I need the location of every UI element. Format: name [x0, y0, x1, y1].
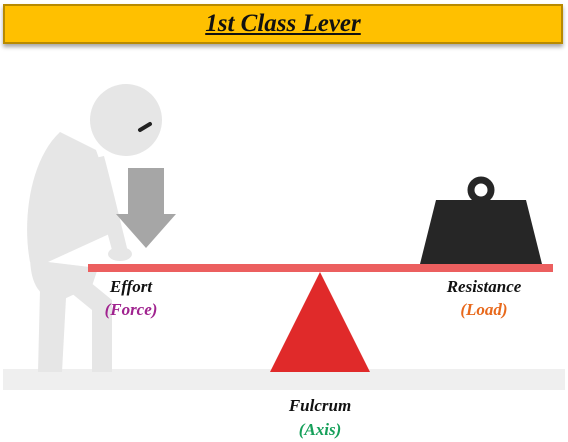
page-title: 1st Class Lever — [205, 10, 361, 37]
down-arrow-icon — [116, 168, 176, 248]
fulcrum-triangle — [270, 272, 370, 372]
lever-bar — [88, 264, 553, 272]
ground — [3, 369, 565, 390]
effort-label: Effort — [109, 277, 153, 296]
person-pushing-icon — [27, 84, 162, 372]
fulcrum-sublabel: (Axis) — [298, 420, 342, 439]
effort-sublabel: (Force) — [104, 300, 158, 319]
weight-icon — [420, 176, 542, 264]
title-banner: 1st Class Lever — [3, 4, 563, 44]
fulcrum-label: Fulcrum — [288, 396, 352, 415]
resistance-label: Resistance — [446, 277, 522, 296]
resistance-sublabel: (Load) — [460, 300, 508, 319]
